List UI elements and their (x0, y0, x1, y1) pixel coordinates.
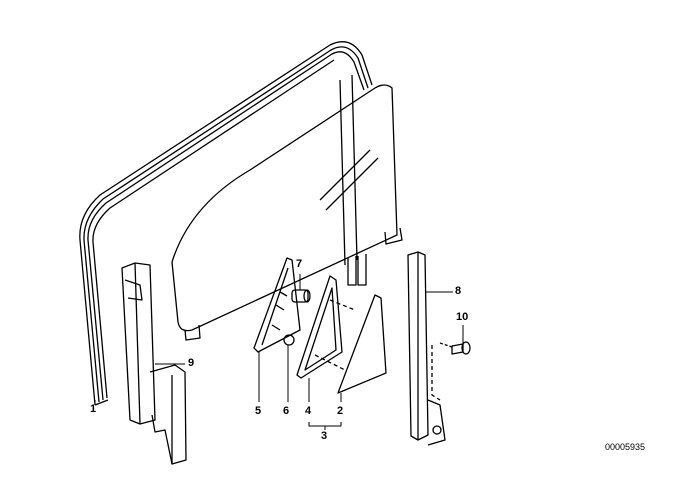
guide-rail-rear-drawing (407, 251, 446, 446)
part-label-2: 2 (337, 405, 344, 417)
bolt-drawing (439, 341, 471, 355)
part-label-4: 4 (305, 405, 312, 417)
drawing-code: 00005935 (605, 442, 646, 452)
guide-rail-front-drawing (121, 262, 187, 465)
part-label-9: 9 (188, 357, 195, 369)
part-label-5: 5 (255, 405, 262, 417)
nut-drawing (283, 334, 295, 346)
triangle-cover-panel-drawing (337, 294, 387, 394)
part-label-10: 10 (456, 311, 469, 323)
part-label-1: 1 (90, 403, 97, 415)
triangle-cover-inner-drawing (253, 257, 301, 353)
part-label-8: 8 (455, 285, 462, 297)
window-channel-seal-drawing (79, 41, 373, 406)
triangle-cover-frame-drawing (296, 275, 356, 379)
spacer-drawing (291, 289, 311, 303)
door-glass-drawing (171, 74, 403, 341)
part-label-6: 6 (283, 405, 290, 417)
part-label-3: 3 (321, 430, 328, 442)
part-label-7: 7 (296, 258, 303, 270)
leader-lines (94, 274, 464, 430)
